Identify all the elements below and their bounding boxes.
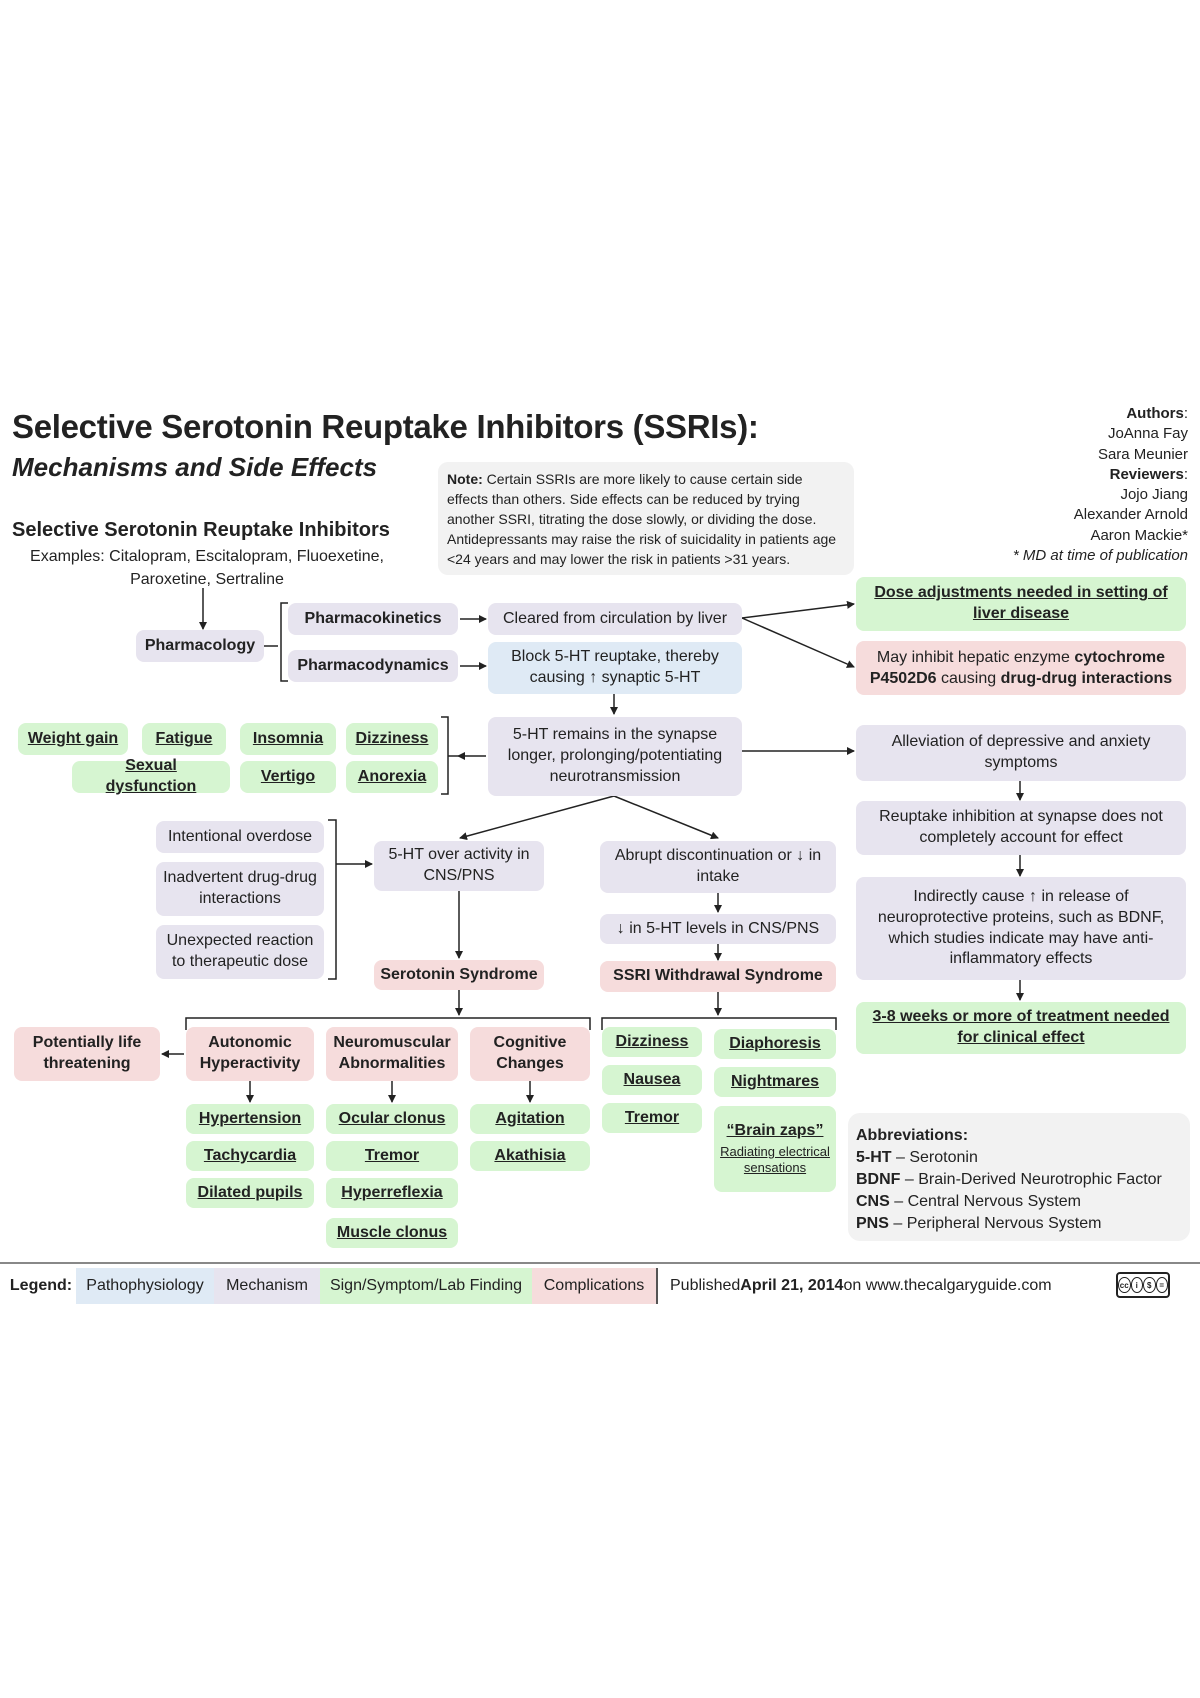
sign-ocular-clonus: Ocular clonus — [326, 1104, 458, 1134]
note-box: Note: Certain SSRIs are more likely to c… — [438, 462, 854, 575]
neuroprotective-node: Indirectly cause ↑ in release of neuropr… — [856, 877, 1186, 980]
legend-bar — [0, 1262, 1200, 1312]
sign-tachycardia: Tachycardia — [186, 1141, 314, 1171]
cognitive-changes-node: Cognitive Changes — [470, 1027, 590, 1081]
enzyme-inhibition-node: May inhibit hepatic enzyme cytochrome P4… — [856, 641, 1186, 695]
abbr-definition: – Serotonin — [891, 1149, 978, 1167]
side-effect-weight-gain: Weight gain — [18, 723, 128, 755]
sign-hyperreflexia: Hyperreflexia — [326, 1178, 458, 1208]
abbr-term: BDNF — [856, 1171, 901, 1189]
sign-agitation: Agitation — [470, 1104, 590, 1134]
published-prefix: Published — [670, 1277, 741, 1294]
sign-tremor: Tremor — [326, 1141, 458, 1171]
author-name: Sara Meunier — [1097, 445, 1188, 463]
reviewer-name: Jojo Jiang — [1120, 486, 1188, 503]
block-reuptake-node: Block 5-HT reuptake, thereby causing ↑ s… — [488, 642, 742, 694]
withdrawal-nausea: Nausea — [602, 1065, 702, 1095]
withdrawal-tremor: Tremor — [602, 1103, 702, 1133]
abbr-definition: – Central Nervous System — [889, 1193, 1081, 1211]
legend-pathophysiology: Pathophysiology — [76, 1268, 214, 1304]
life-threatening-node: Potentially life threatening — [14, 1027, 160, 1081]
abbr-definition: – Brain-Derived Neurotrophic Factor — [900, 1171, 1162, 1189]
author-name: JoAnna Fay — [1107, 425, 1188, 443]
decreased-5ht-node: ↓ in 5-HT levels in CNS/PNS — [600, 914, 836, 944]
interaction-text: drug-drug interactions — [1000, 669, 1173, 687]
legend-label: Legend: — [9, 1277, 73, 1294]
note-label: Note: — [447, 471, 483, 487]
serotonin-syndrome-node: Serotonin Syndrome — [374, 960, 544, 990]
enzyme-text: May inhibit hepatic enzyme — [876, 649, 1075, 666]
sign-hypertension: Hypertension — [186, 1104, 314, 1134]
published-info: Published April 21, 2014 on www.thecalga… — [670, 1268, 1052, 1304]
synapse-node: 5-HT remains in the synapse longer, prol… — [488, 717, 742, 796]
alleviation-node: Alleviation of depressive and anxiety sy… — [856, 725, 1186, 781]
authors-label: Authors — [1126, 405, 1184, 422]
legend-divider — [656, 1268, 658, 1304]
side-effect-fatigue: Fatigue — [142, 723, 226, 755]
cause-intentional-overdose: Intentional overdose — [156, 821, 324, 853]
published-date: April 21, 2014 — [740, 1277, 844, 1294]
withdrawal-syndrome-node: SSRI Withdrawal Syndrome — [600, 961, 836, 992]
abbreviations-box: Abbreviations: 5-HT – Serotonin BDNF – B… — [848, 1113, 1190, 1241]
brain-zaps-label: “Brain zaps” — [726, 1122, 824, 1140]
pharmacology-node: Pharmacology — [136, 630, 264, 662]
treatment-duration-node: 3-8 weeks or more of treatment needed fo… — [856, 1002, 1186, 1054]
brain-zaps-description: Radiating electrical sensations — [720, 1144, 830, 1176]
credits-footnote: * MD at time of publication — [1012, 546, 1188, 564]
abbr-term: PNS — [856, 1215, 889, 1233]
abbr-definition: – Peripheral Nervous System — [888, 1215, 1102, 1233]
pharmacodynamics-node: Pharmacodynamics — [288, 650, 458, 682]
note-text: Certain SSRIs are more likely to cause c… — [447, 471, 837, 567]
cleared-node: Cleared from circulation by liver — [488, 603, 742, 635]
ssri-heading: Selective Serotonin Reuptake Inhibitors — [12, 519, 390, 541]
sign-dilated-pupils: Dilated pupils — [186, 1178, 314, 1208]
dose-adjustment-node: Dose adjustments needed in setting of li… — [856, 577, 1186, 631]
pharmacokinetics-node: Pharmacokinetics — [288, 603, 458, 635]
cause-drug-interactions: Inadvertent drug-drug interactions — [156, 862, 324, 916]
enzyme-name: cytochrome P4502D6 — [869, 649, 1166, 687]
overactivity-node: 5-HT over activity in CNS/PNS — [374, 841, 544, 891]
abbreviations-title: Abbreviations: — [856, 1127, 969, 1144]
sign-muscle-clonus: Muscle clonus — [326, 1218, 458, 1248]
legend-complications: Complications — [532, 1268, 656, 1304]
abbr-term: CNS — [856, 1193, 890, 1211]
legend-sign-symptom: Sign/Symptom/Lab Finding — [320, 1268, 532, 1304]
reviewer-name: Aaron Mackie* — [1090, 526, 1188, 544]
reviewers-label: Reviewers — [1109, 465, 1184, 483]
neuromuscular-node: Neuromuscular Abnormalities — [326, 1027, 458, 1081]
withdrawal-brain-zaps: “Brain zaps” Radiating electrical sensat… — [714, 1106, 836, 1192]
side-effect-vertigo: Vertigo — [240, 761, 336, 793]
ssri-examples: Examples: Citalopram, Escitalopram, Fluo… — [30, 548, 384, 589]
side-effect-sexual-dysfunction: Sexual dysfunction — [72, 757, 230, 795]
autonomic-hyperactivity-node: Autonomic Hyperactivity — [186, 1027, 314, 1081]
credits: Authors: JoAnna Fay Sara Meunier Reviewe… — [1013, 404, 1188, 566]
withdrawal-nightmares: Nightmares — [714, 1067, 836, 1097]
side-effect-dizziness: Dizziness — [346, 723, 438, 755]
reviewer-name: Alexander Arnold — [1073, 506, 1188, 524]
side-effect-anorexia: Anorexia — [346, 761, 438, 793]
enzyme-text: causing — [936, 669, 1001, 687]
cause-unexpected-reaction: Unexpected reaction to therapeutic dose — [156, 925, 324, 979]
abrupt-discontinuation-node: Abrupt discontinuation or ↓ in intake — [600, 841, 836, 893]
withdrawal-diaphoresis: Diaphoresis — [714, 1029, 836, 1059]
page-subtitle: Mechanisms and Side Effects — [12, 452, 378, 482]
sign-akathisia: Akathisia — [470, 1141, 590, 1171]
side-effect-insomnia: Insomnia — [240, 723, 336, 755]
abbr-term: 5-HT — [856, 1149, 892, 1167]
published-site: on www.thecalgaryguide.com — [843, 1277, 1052, 1294]
withdrawal-dizziness: Dizziness — [602, 1027, 702, 1057]
reuptake-inhibition-node: Reuptake inhibition at synapse does not … — [856, 801, 1186, 855]
page-title: Selective Serotonin Reuptake Inhibitors … — [12, 408, 759, 445]
legend-mechanism: Mechanism — [214, 1268, 320, 1304]
